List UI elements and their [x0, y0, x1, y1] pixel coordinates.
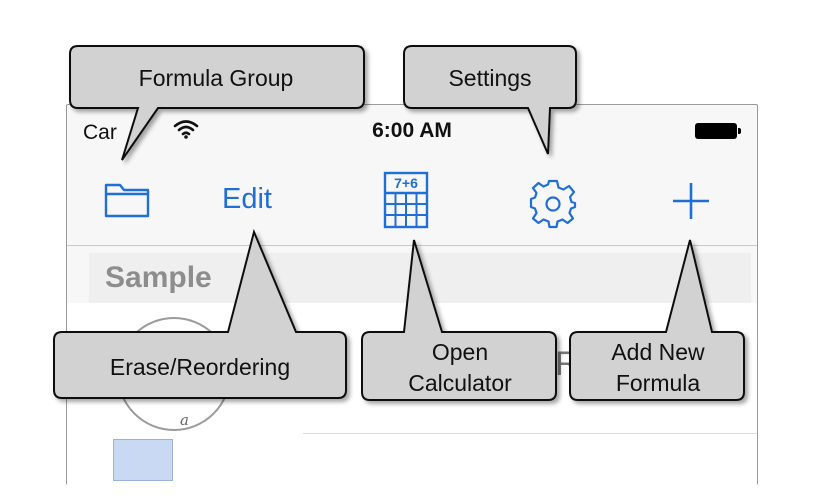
thumbnail-label: a — [180, 411, 189, 429]
callout-settings-text: Settings — [448, 65, 532, 91]
calculator-icon-text: 7+6 — [394, 175, 418, 191]
wifi-icon — [173, 120, 199, 139]
callout-open-calculator-line1: Open — [431, 339, 489, 365]
gear-icon[interactable] — [527, 177, 579, 229]
formula-thumbnail-2[interactable] — [113, 439, 173, 481]
callout-erase-reordering: Erase/Reordering — [50, 228, 350, 404]
callout-erase-reordering-text: Erase/Reordering — [109, 354, 291, 380]
carrier-label: Car — [83, 121, 117, 144]
row-divider — [303, 433, 757, 434]
callout-add-new-formula: Add New Formula — [566, 236, 750, 406]
callout-formula-group-text: Formula Group — [138, 65, 294, 91]
add-formula-button[interactable] — [671, 181, 711, 221]
battery-icon — [695, 123, 741, 139]
callout-add-new-formula-line1: Add New — [611, 339, 705, 365]
callout-settings: Settings — [400, 44, 580, 160]
status-bar: Car 6:00 AM — [67, 105, 757, 155]
calculator-icon[interactable]: 7+6 — [383, 171, 429, 229]
section-title: Sample — [105, 261, 212, 294]
callout-formula-group: Formula Group — [66, 44, 366, 164]
status-time: 6:00 AM — [372, 119, 452, 142]
edit-button[interactable]: Edit — [222, 183, 272, 215]
callout-add-new-formula-line2: Formula — [615, 370, 701, 396]
callout-open-calculator-line2: Calculator — [408, 370, 512, 396]
folder-icon[interactable] — [103, 179, 151, 219]
callout-open-calculator: Open Calculator — [358, 236, 562, 406]
navigation-bar: Edit 7+6 — [67, 155, 757, 246]
